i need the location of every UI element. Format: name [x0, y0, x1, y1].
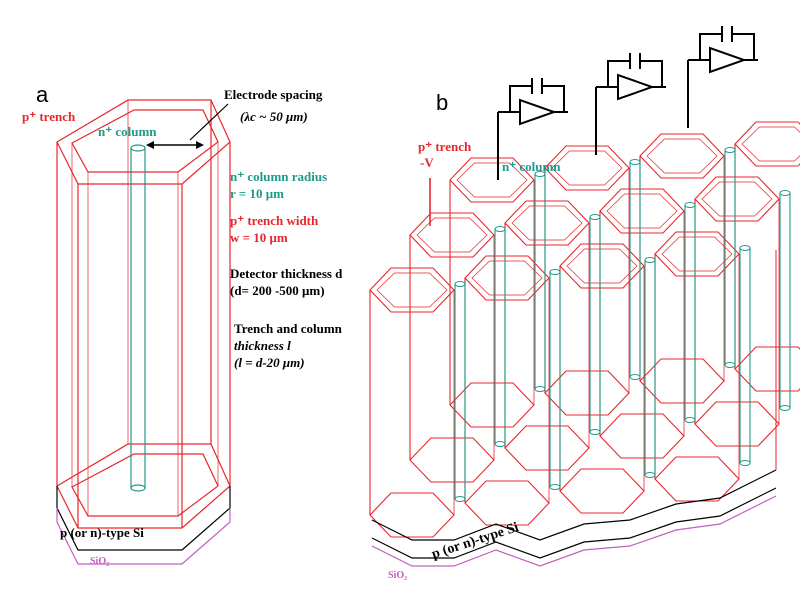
column [130, 144, 146, 492]
trench-label: p⁺ trench [22, 109, 76, 124]
oxide-label: SiO₂ [90, 556, 110, 567]
feedback-wire [509, 85, 532, 112]
hex-trench-inner [511, 205, 583, 241]
substrate-layer [371, 469, 777, 541]
column-cap [739, 460, 751, 466]
column-cap [629, 374, 641, 380]
width-value: w = 10 μm [230, 230, 288, 245]
hex-trench-bottom [599, 413, 685, 459]
column-cap [494, 441, 506, 447]
hex-trench-inner [661, 236, 733, 272]
amplifier-symbol [709, 46, 748, 74]
hex-trench-top [599, 188, 685, 234]
trench-col-line-1: Trench and column [234, 321, 342, 336]
trench-label: p⁺ trench [418, 139, 472, 154]
hex-trench-top [694, 176, 780, 222]
hex-trench-bottom [409, 437, 495, 483]
radius-value: r = 10 μm [230, 186, 284, 201]
hex-trench-top [734, 121, 800, 167]
hex-trench-inner [416, 217, 488, 253]
column-cap [644, 472, 656, 478]
hex-trench-inner [471, 260, 543, 296]
hex-trench-outline [56, 99, 231, 529]
feedback-wire [699, 33, 722, 60]
hex-trench-bottom [369, 492, 455, 538]
hex-trench-inner [551, 150, 623, 186]
width-title: p⁺ trench width [230, 213, 319, 228]
column-cap [724, 147, 736, 153]
column-cap [589, 214, 601, 220]
hex-trench-inner [566, 248, 638, 284]
hex-trench-inner [741, 126, 800, 162]
hex-trench-top [639, 133, 725, 179]
column-cap [739, 245, 751, 251]
hex-trench-inner [701, 181, 773, 217]
oxide-label: SiO₂ [388, 570, 408, 581]
hex-trench-bottom [694, 401, 780, 447]
hex-trench-bottom [734, 346, 800, 392]
radius-title: n⁺ column radius [230, 169, 328, 184]
feedback-wire [542, 85, 565, 112]
panel-b-drawing [369, 26, 800, 567]
feedback-wire [732, 33, 755, 60]
hex-trench-bottom [559, 468, 645, 514]
panel-a-letter: a [36, 82, 49, 107]
hex-trench-top [654, 231, 740, 277]
trench-col-line-3: (l = d-20 μm) [234, 355, 305, 370]
detector-value: (d= 200 -500 μm) [230, 283, 325, 298]
amplifier-symbol [617, 73, 656, 101]
column-cap [779, 190, 791, 196]
feedback-wire [607, 60, 630, 87]
column-cap [644, 257, 656, 263]
column-label: n⁺ column [98, 124, 157, 139]
hex-trench-bottom [449, 382, 535, 428]
oxide-layer [371, 495, 777, 567]
column-cap [534, 386, 546, 392]
column-cap [454, 496, 466, 502]
substrate-layer [371, 487, 777, 559]
hex-trench-bottom [639, 358, 725, 404]
column-cap [724, 362, 736, 368]
spacing-value: (λc ~ 50 μm) [240, 109, 308, 124]
hex-trench-inner [646, 138, 718, 174]
hex-trench-inner [606, 193, 678, 229]
column-cap [589, 429, 601, 435]
column-cap [494, 226, 506, 232]
column-cap [629, 159, 641, 165]
column-cap [684, 417, 696, 423]
column-cap [684, 202, 696, 208]
spacing-arrow [146, 103, 229, 149]
spacing-title: Electrode spacing [224, 87, 323, 102]
hex-trench-bottom [544, 370, 630, 416]
column-cap [549, 269, 561, 275]
substrate-label: p (or n)-type Si [60, 525, 144, 540]
panel-a-drawing [56, 99, 231, 565]
hex-trench-top [409, 212, 495, 258]
detector-title: Detector thickness d [230, 266, 343, 281]
column-label: n⁺ column [502, 159, 561, 174]
hex-trench-bottom [464, 480, 550, 526]
bias-label: -V [420, 155, 434, 170]
hex-trench-top [504, 200, 590, 246]
feedback-wire [640, 60, 663, 87]
hex-trench-bottom [504, 425, 590, 471]
hex-trench-top [369, 267, 455, 313]
column-cap [534, 171, 546, 177]
column-cap [549, 484, 561, 490]
column-cap [779, 405, 791, 411]
trench-col-line-2: thickness l [234, 338, 291, 353]
amplifier-symbol [519, 98, 558, 126]
substrate-layers [56, 486, 231, 565]
column-cap [454, 281, 466, 287]
hex-trench-inner [456, 162, 528, 198]
hex-trench-inner [376, 272, 448, 308]
hex-trench-top [559, 243, 645, 289]
panel-b-letter: b [436, 90, 449, 115]
hex-trench-top [464, 255, 550, 301]
